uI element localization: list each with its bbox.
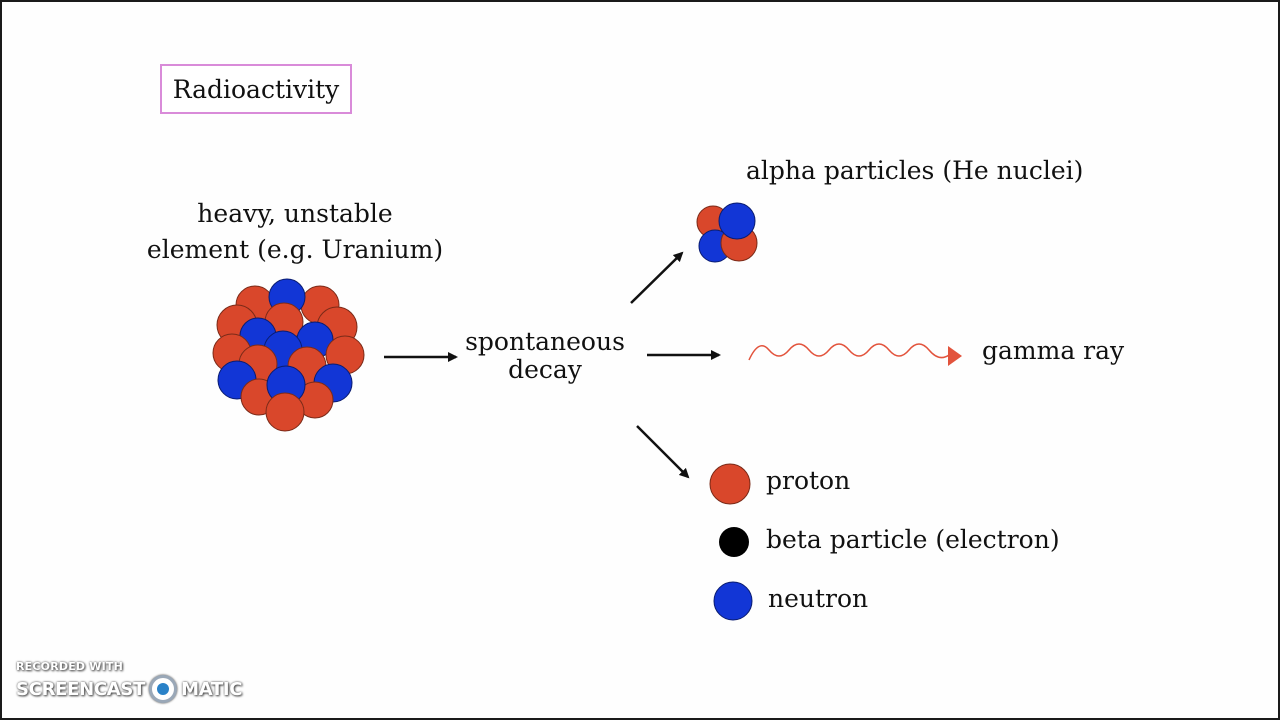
alpha-particle xyxy=(697,203,757,262)
gamma-ray-wave xyxy=(749,344,949,360)
neutron-legend-icon xyxy=(714,582,752,620)
screencast-watermark: RECORDED WITH SCREENCAST MATIC xyxy=(16,660,242,703)
watermark-brand: SCREENCAST MATIC xyxy=(16,675,242,703)
watermark-recorded-text: RECORDED WITH xyxy=(16,660,242,673)
gamma-arrowhead xyxy=(948,346,962,366)
alpha-neutron xyxy=(719,203,755,239)
watermark-brand-right: MATIC xyxy=(181,679,242,700)
arrow-decay-to-alpha xyxy=(631,253,682,303)
nucleus-proton xyxy=(266,393,304,431)
arrow-decay-to-particles xyxy=(637,426,688,477)
beta-legend-icon xyxy=(719,527,749,557)
screencast-logo-icon xyxy=(149,675,177,703)
watermark-brand-left: SCREENCAST xyxy=(16,679,145,700)
proton-legend-icon xyxy=(710,464,750,504)
uranium-nucleus xyxy=(213,279,364,431)
